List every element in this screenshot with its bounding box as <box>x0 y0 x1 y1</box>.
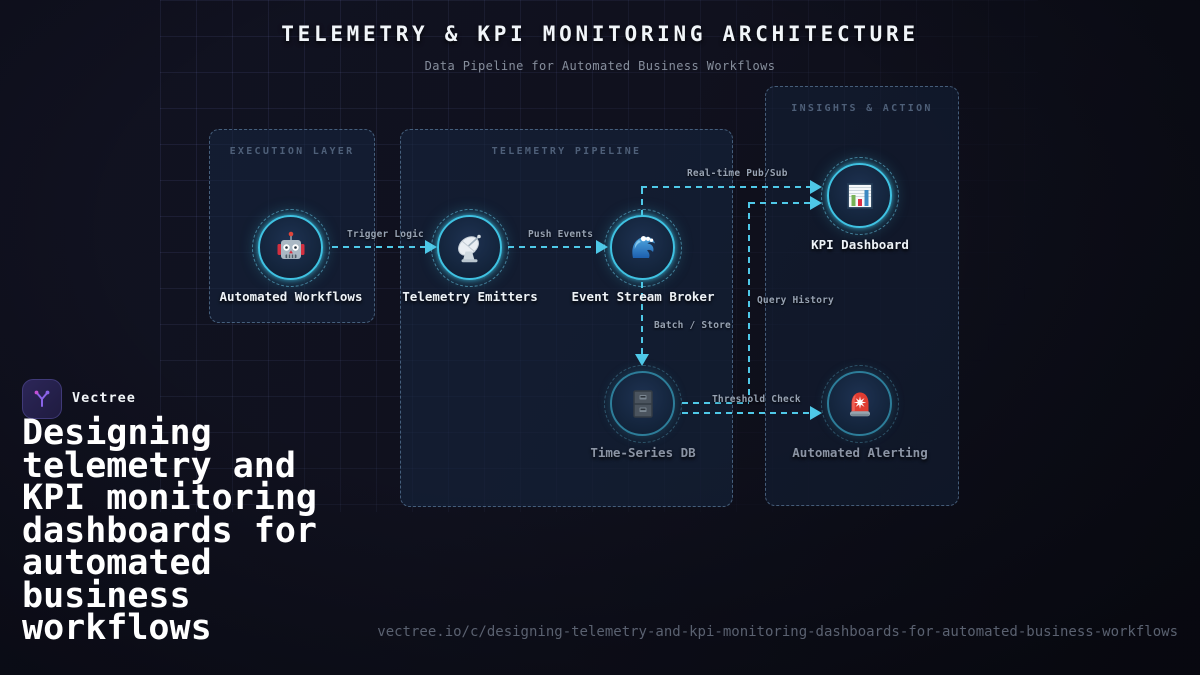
node-automated-alerting-label: Automated Alerting <box>792 445 928 460</box>
edge-trigger-logic-line <box>332 246 425 248</box>
node-time-series-db <box>604 365 682 443</box>
edge-query-history-label: Query History <box>757 295 834 306</box>
node-telemetry-emitters <box>431 209 509 287</box>
edge-pubsub-hline <box>641 186 810 188</box>
node-kpi-dashboard-label: KPI Dashboard <box>811 237 909 252</box>
group-execution-layer-label: EXECUTION LAYER <box>229 146 355 157</box>
brand-name: Vectree <box>72 390 136 406</box>
edge-query-history-hline-top <box>749 202 810 204</box>
edge-trigger-logic-label: Trigger Logic <box>347 229 424 240</box>
edge-batch-store-label: Batch / Store <box>654 320 731 331</box>
edge-pubsub-label: Real-time Pub/Sub <box>687 168 788 179</box>
robot-icon <box>258 215 323 280</box>
node-automated-alerting <box>821 365 899 443</box>
page-title: TELEMETRY & KPI MONITORING ARCHITECTURE <box>281 22 919 46</box>
footer-url: vectree.io/c/designing-telemetry-and-kpi… <box>377 624 1178 640</box>
edge-push-events-label: Push Events <box>528 229 594 240</box>
satellite-dish-icon <box>437 215 502 280</box>
edge-push-events-line <box>508 246 596 248</box>
group-telemetry-pipeline-label: TELEMETRY PIPELINE <box>491 146 642 157</box>
node-time-series-db-label: Time-Series DB <box>590 445 696 460</box>
node-event-stream-broker <box>604 209 682 287</box>
group-insights-action-label: INSIGHTS & ACTION <box>791 103 933 114</box>
edge-threshold-check-label: Threshold Check <box>712 394 801 405</box>
bar-chart-icon <box>827 163 892 228</box>
node-event-stream-broker-label: Event Stream Broker <box>571 289 715 304</box>
file-cabinet-icon <box>610 371 675 436</box>
node-automated-workflows <box>252 209 330 287</box>
siren-icon <box>827 371 892 436</box>
wave-icon <box>610 215 675 280</box>
headline: Designing telemetry and KPI monitoring d… <box>22 413 318 648</box>
edge-threshold-check-line <box>682 412 810 414</box>
page-subtitle: Data Pipeline for Automated Business Wor… <box>424 59 776 73</box>
node-kpi-dashboard <box>821 157 899 235</box>
